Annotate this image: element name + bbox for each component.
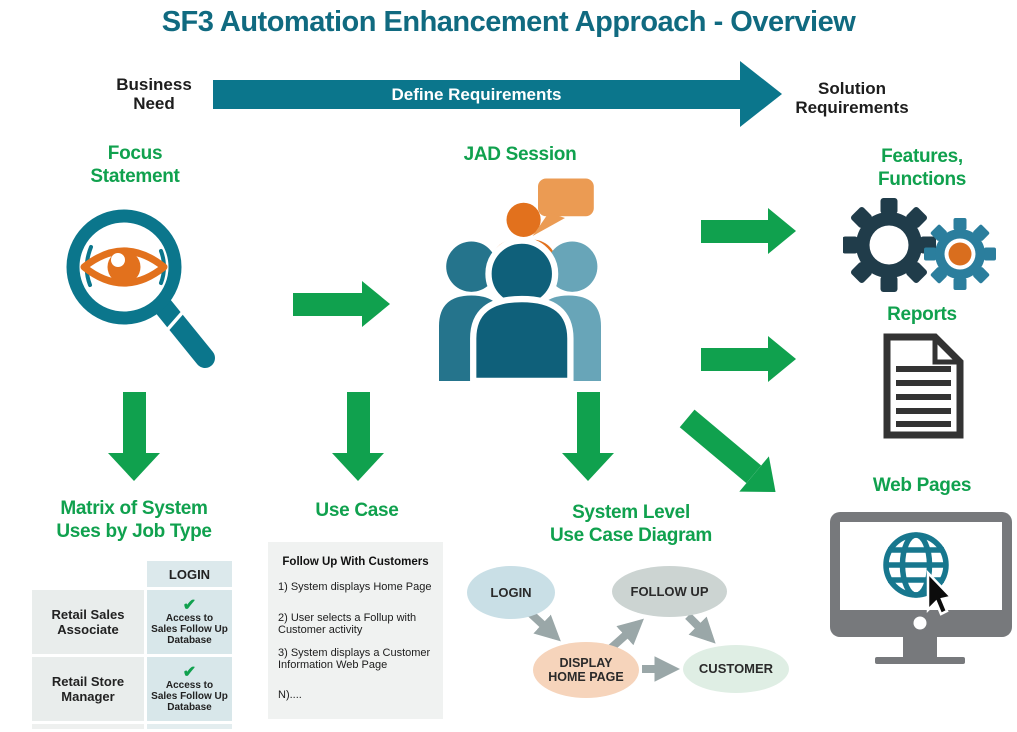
matrix-column-header: LOGIN — [147, 561, 232, 587]
focus-statement-label: Focus Statement — [90, 143, 180, 187]
document-icon — [883, 333, 964, 439]
matrix-row-access: ✔ Access to Sales Follow Up Database — [147, 590, 232, 654]
use-case-box: Follow Up With Customers 1) System displ… — [268, 542, 443, 719]
web-pages-label: Web Pages — [872, 475, 972, 496]
use-case-box-title: Follow Up With Customers — [282, 556, 429, 568]
system-level-diagram-title: System Level Use Case Diagram — [549, 502, 713, 546]
globe-icon — [883, 532, 949, 598]
use-case-label: Use Case — [315, 500, 399, 521]
matrix-row-job: Retail Store Manager — [32, 657, 144, 721]
solution-requirements-label: Solution Requirements — [795, 79, 909, 117]
check-icon: ✔ — [182, 664, 197, 681]
use-case-step: N).... — [278, 688, 302, 701]
monitor-globe-icon — [830, 512, 1012, 664]
define-requirements-arrow: Define Requirements — [213, 80, 740, 109]
matrix-row-job: Retail Sales Associate — [32, 590, 144, 654]
matrix-title: Matrix of System Uses by Job Type — [56, 498, 212, 542]
use-case-step: 1) System displays Home Page — [278, 581, 432, 593]
page-title: SF3 Automation Enhancement Approach - Ov… — [161, 6, 856, 38]
matrix-row-access: ✔ Access to Sales Follow Up Database — [147, 657, 232, 721]
gears-icon — [843, 198, 996, 292]
arrow-down-to-diagram-icon — [562, 392, 614, 481]
access-text: Access to Sales Follow Up Database — [151, 680, 228, 713]
arrow-jad-to-features-icon — [701, 208, 796, 254]
features-functions-label: Features, Functions — [877, 146, 967, 190]
use-case-step: 3) System displays a Customer Informatio… — [278, 646, 431, 672]
check-icon: ✔ — [182, 597, 197, 614]
matrix-partial-row — [32, 724, 144, 729]
matrix-corner-cell — [32, 561, 144, 587]
jad-session-label: JAD Session — [463, 144, 577, 165]
use-case-step: 2) User selects a Follup with Customer a… — [278, 611, 417, 637]
reports-label: Reports — [887, 304, 957, 325]
define-requirements-label: Define Requirements — [391, 84, 562, 104]
cursor-icon — [926, 569, 954, 616]
arrow-jad-to-web-pages-icon — [673, 400, 791, 510]
diagram-node-customer: CUSTOMER — [683, 645, 789, 693]
arrow-focus-to-jad-icon — [293, 281, 390, 327]
matrix-table: LOGIN Retail Sales Associate ✔ Access to… — [32, 561, 232, 729]
business-need-label: Business Need — [116, 75, 192, 113]
arrow-down-to-use-case-icon — [332, 392, 384, 481]
arrow-down-to-matrix-icon — [108, 392, 160, 481]
access-text: Access to Sales Follow Up Database — [151, 613, 228, 646]
diagram-node-follow-up: FOLLOW UP — [612, 566, 727, 617]
magnifier-eye-icon — [66, 209, 215, 368]
diagram-node-login: LOGIN — [467, 566, 555, 619]
arrow-jad-to-reports-icon — [701, 336, 796, 382]
people-group-icon — [439, 178, 601, 381]
diagram-node-display-home-page: DISPLAY HOME PAGE — [533, 642, 639, 698]
matrix-partial-row — [147, 724, 232, 729]
define-requirements-arrowhead-icon — [740, 61, 782, 127]
